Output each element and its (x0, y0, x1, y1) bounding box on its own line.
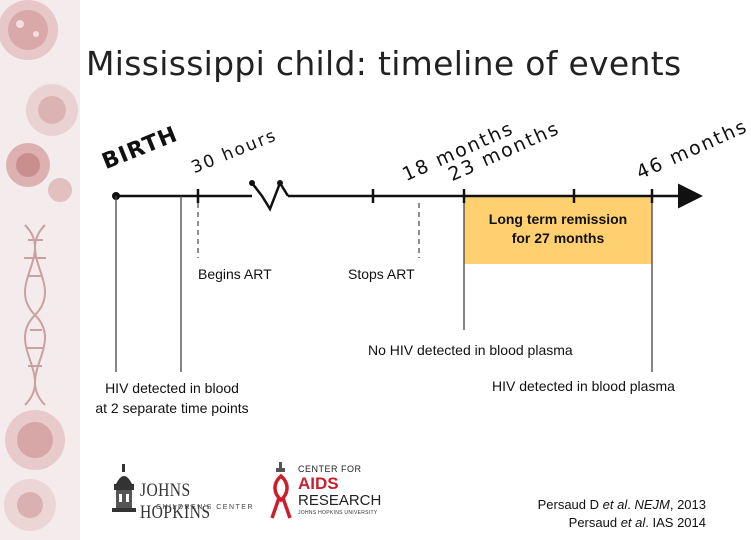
remission-label-line1: Long term remission (488, 211, 628, 227)
hiv-detected-early-line2: at 2 separate time points (95, 400, 249, 416)
car-line3: RESEARCH (298, 492, 382, 509)
slide-title: Mississippi child: timeline of events (86, 44, 682, 83)
reference-2: Persaud et al. IAS 2014 (568, 515, 706, 530)
hiv-detected-early-line1: HIV detected in blood (105, 380, 239, 396)
references: Persaud D et al. NEJM, 2013 Persaud et a… (538, 496, 706, 532)
timeline-break (251, 180, 290, 212)
virus-image-bottom (4, 410, 65, 531)
jh-name: JOHNS HOPKINS (140, 480, 211, 523)
remission-label-line2: for 27 months (511, 230, 605, 246)
car-line1: CENTER FOR (298, 464, 362, 474)
awareness-ribbon-icon (270, 462, 292, 519)
car-subtitle: JOHNS HOPKINS UNIVERSITY (298, 510, 378, 516)
dna-helix-image (24, 224, 46, 406)
hiv-detected-early-label: HIV detected in blood at 2 separate time… (72, 378, 272, 418)
car-line2: AIDS (298, 474, 339, 493)
center-for-aids-research-logo: CENTER FOR AIDS RESEARCH JOHNS HOPKINS U… (268, 460, 382, 522)
hiv-detected-plasma-label: HIV detected in blood plasma (492, 378, 675, 394)
reference-1: Persaud D et al. NEJM, 2013 (537, 497, 706, 512)
virus-image-mid (26, 84, 78, 136)
begins-art-label: Begins ART (198, 266, 272, 282)
stops-art-label: Stops ART (348, 266, 415, 282)
timeline-diagram (112, 180, 703, 372)
johns-hopkins-childrens-center-logo: JOHNS HOPKINS CHILDREN'S CENTER (110, 462, 270, 523)
dome-building-icon (112, 464, 136, 512)
remission-label: Long term remission for 27 months (464, 210, 652, 248)
virus-image-cluster (6, 143, 72, 202)
no-hiv-detected-label: No HIV detected in blood plasma (368, 342, 573, 358)
remission-highlight (464, 196, 652, 264)
decorative-side-art (0, 0, 80, 540)
jh-subtitle: CHILDREN'S CENTER (156, 504, 255, 511)
virus-image-top (0, 0, 58, 60)
